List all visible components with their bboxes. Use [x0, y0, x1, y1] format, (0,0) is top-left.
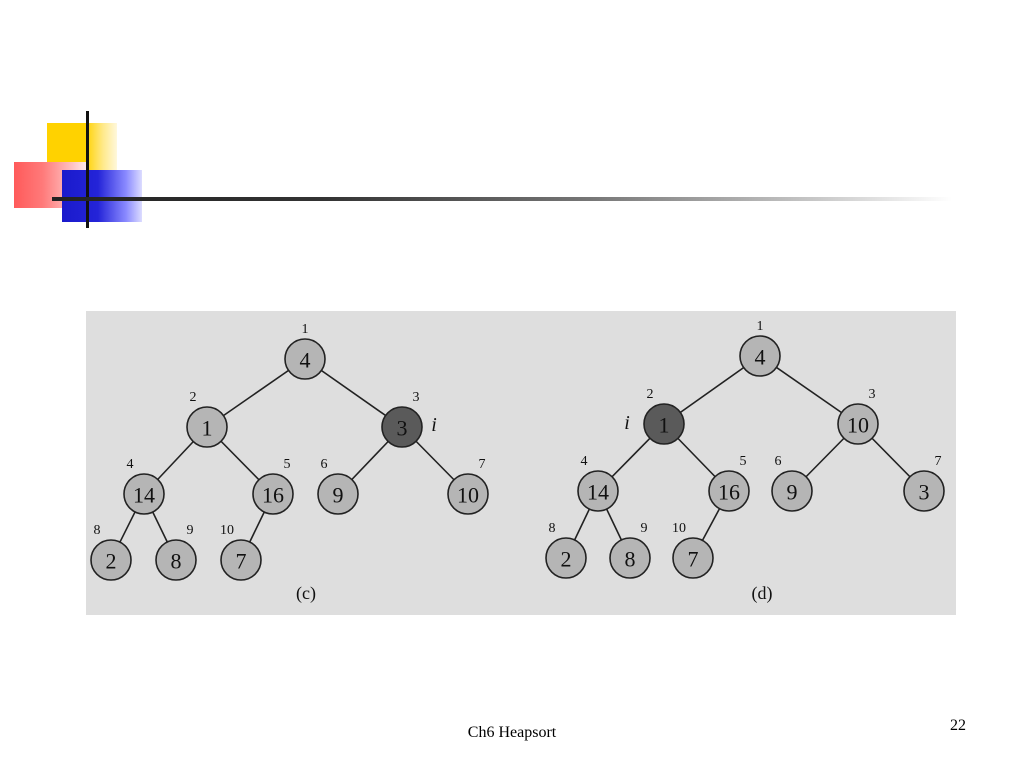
node-index-label: 8	[549, 521, 556, 536]
tree-node	[317, 473, 359, 515]
tree-node-highlighted	[643, 403, 685, 445]
node-index-label: 9	[641, 521, 648, 536]
node-index-label: 7	[479, 457, 486, 472]
node-key-label: 3	[919, 480, 930, 505]
node-index-label: 7	[935, 454, 942, 469]
tree-node	[90, 539, 132, 581]
tree-node	[284, 338, 326, 380]
tree-node	[186, 406, 228, 448]
node-key-label: 3	[397, 416, 408, 441]
node-key-label: 2	[106, 549, 117, 574]
title-divider-line	[52, 197, 952, 201]
node-key-label: 10	[847, 413, 869, 438]
node-index-label: 2	[190, 390, 197, 405]
node-index-label: 8	[94, 523, 101, 538]
node-key-label: 2	[561, 547, 572, 572]
tree-node	[220, 539, 262, 581]
tree-node	[771, 470, 813, 512]
node-index-label: 1	[757, 319, 764, 334]
node-key-label: 7	[236, 549, 247, 574]
tree-node	[903, 470, 945, 512]
tree-node	[837, 403, 879, 445]
node-index-label: 10	[220, 523, 234, 538]
decor-blue-square	[62, 170, 142, 222]
heap-diagram: 411233144165961072889710(c)i411210314416…	[90, 319, 945, 604]
node-key-label: 14	[587, 480, 609, 505]
tree-node	[708, 470, 750, 512]
tree-node	[739, 335, 781, 377]
figure-caption: (c)	[296, 583, 316, 604]
node-key-label: 9	[333, 483, 344, 508]
decor-vertical-line	[86, 111, 89, 228]
node-index-label: 10	[672, 521, 686, 536]
figure-caption: (d)	[752, 583, 773, 604]
node-index-label: 3	[413, 390, 420, 405]
tree-node	[155, 539, 197, 581]
node-index-label: 2	[647, 387, 654, 402]
node-key-label: 1	[659, 413, 670, 438]
footer-title: Ch6 Heapsort	[467, 724, 557, 741]
index-marker-i: i	[431, 414, 437, 436]
tree-node	[545, 537, 587, 579]
node-index-label: 1	[302, 322, 309, 337]
node-key-label: 14	[133, 483, 155, 508]
node-index-label: 9	[187, 523, 194, 538]
node-key-label: 4	[755, 345, 766, 370]
tree-node	[609, 537, 651, 579]
node-key-label: 16	[262, 483, 284, 508]
node-index-label: 4	[581, 454, 588, 469]
node-key-label: 7	[688, 547, 699, 572]
node-key-label: 10	[457, 483, 479, 508]
node-key-label: 9	[787, 480, 798, 505]
node-index-label: 6	[321, 457, 328, 472]
node-index-label: 6	[775, 454, 782, 469]
node-key-label: 4	[300, 348, 311, 373]
node-key-label: 16	[718, 480, 740, 505]
node-index-label: 3	[869, 387, 876, 402]
tree-node	[577, 470, 619, 512]
index-marker-i: i	[624, 412, 630, 434]
slide-number: 22	[950, 717, 966, 734]
node-key-label: 8	[625, 547, 636, 572]
tree-node	[123, 473, 165, 515]
node-key-label: 8	[171, 549, 182, 574]
tree-node	[447, 473, 489, 515]
node-key-label: 1	[202, 416, 213, 441]
tree-node	[672, 537, 714, 579]
node-index-label: 4	[127, 457, 134, 472]
tree-node	[252, 473, 294, 515]
tree-node-highlighted	[381, 406, 423, 448]
node-index-label: 5	[284, 457, 291, 472]
node-index-label: 5	[740, 454, 747, 469]
